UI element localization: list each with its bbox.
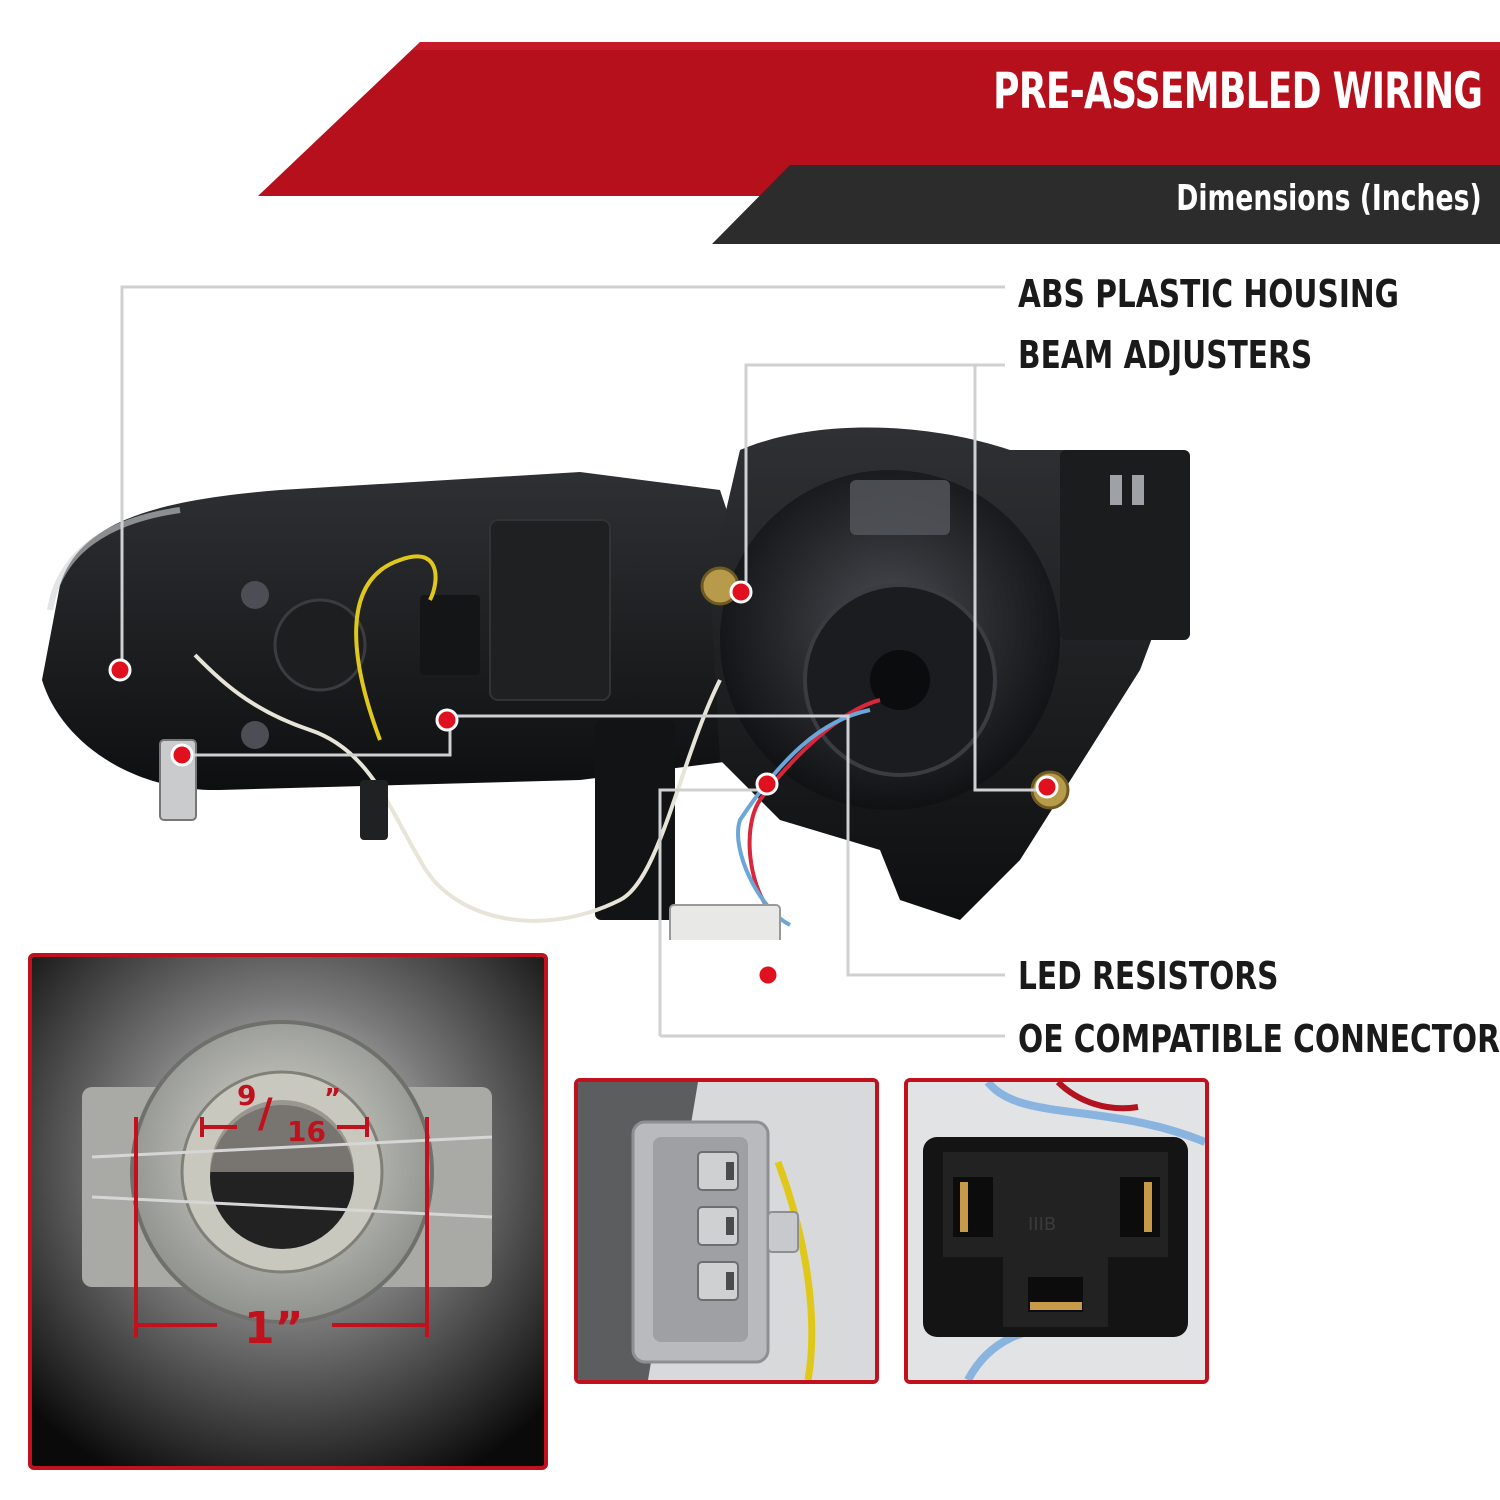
banner-shapes [258,42,1500,244]
dimension-small-lines [200,1117,369,1137]
pin-bottom [1030,1302,1082,1310]
callout-housing: ABS PLASTIC HOUSING [1018,272,1399,316]
inline-connector [360,780,388,840]
pin-left [960,1182,968,1232]
banner-red-band [258,42,1500,196]
page-title: PRE-ASSEMBLED WIRING [992,62,1483,120]
mount-bracket [1060,450,1190,640]
callout-oe-connectors: OE COMPATIBLE CONNECTORS [1018,1017,1500,1061]
beam-adjuster-upper [700,566,740,606]
pin-right [1144,1182,1152,1232]
led-resistor-box [669,904,781,940]
header-banner: PRE-ASSEMBLED WIRING Dimensions (Inches) [0,0,1500,250]
inset-bulb-socket: 9 / 16 ” 1” [28,953,548,1470]
dimension-large-lines [134,1117,429,1337]
connector-2pin-illustration: IIIB [908,1082,1205,1380]
inset-3pin-connector [574,1078,879,1384]
dimension-small-denominator: 16 [287,1115,326,1148]
svg-text:/: / [258,1091,273,1137]
inset-2pin-connector: IIIB [904,1078,1209,1384]
banner-dark-band [712,165,1500,244]
callout-beam-adjusters: BEAM ADJUSTERS [1018,333,1313,377]
marker-resistor [756,963,780,987]
callout-led-resistors: LED RESISTORS [1018,954,1279,998]
dimension-small-numerator: 9 [237,1079,256,1112]
dimension-large-label: 1” [244,1303,304,1354]
bulb-socket-illustration: 9 / 16 ” 1” [32,957,544,1466]
oe-connector-left [159,739,197,821]
connector-3pin-illustration [578,1082,875,1380]
page-subtitle: Dimensions (Inches) [1176,178,1482,219]
headlight-photo [42,427,1190,940]
dimension-small-quote: ” [324,1084,341,1114]
connector-marking: IIIB [1028,1214,1056,1235]
beam-adjuster-lower [1030,770,1070,810]
